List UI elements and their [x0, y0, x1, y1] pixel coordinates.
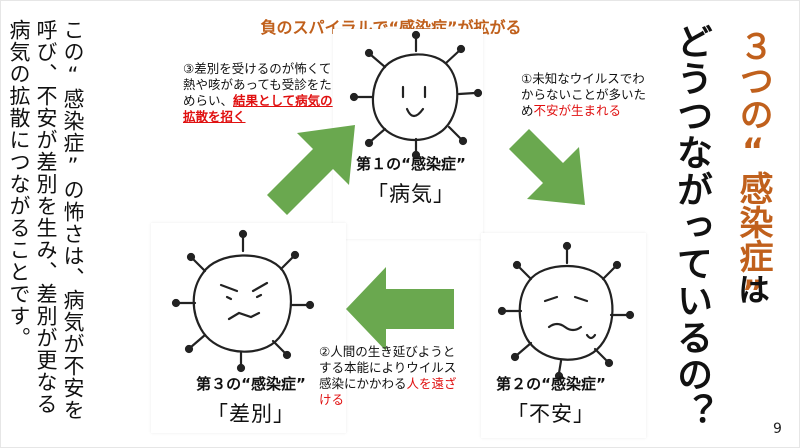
card-left [151, 223, 346, 433]
card-top [333, 29, 483, 239]
label-anxiety-ordinal: 第２の“感染症” [496, 375, 606, 393]
virus-discrimination-icon [171, 229, 315, 373]
note3-emphasis: 人を遠ざける [319, 376, 457, 407]
note-discrimination-to-illness: ③差別を受けるのが怖くて熱や咳があっても受診をためらい、結果として病気の拡散を招… [183, 61, 333, 125]
title-three-infections: ３つの“感染症” [733, 29, 773, 313]
body-line-2: 呼び、不安が差別を生み、差別が更なる [34, 19, 58, 415]
label-illness: 第１の“感染症” 「病気」 [321, 153, 501, 208]
title-question: どうつながっているの？ [671, 23, 712, 430]
virus-anxiety-icon [497, 241, 635, 381]
label-anxiety: 第２の“感染症” 「不安」 [451, 373, 651, 428]
virus-illness-icon [349, 30, 483, 160]
arrow-illness-to-anxiety-icon [509, 129, 585, 205]
label-illness-name: 「病気」 [367, 182, 455, 206]
page-number: 9 [773, 421, 782, 437]
label-discrimination-name: 「差別」 [207, 402, 295, 426]
label-illness-ordinal: 第１の“感染症” [356, 155, 466, 173]
note2-emphasis: 不安が生まれる [533, 103, 622, 118]
label-anxiety-name: 「不安」 [507, 402, 595, 426]
label-discrimination-ordinal: 第３の“感染症” [196, 375, 306, 393]
body-line-3: 病気の拡散につながることです。 [7, 19, 31, 349]
label-discrimination: 第３の“感染症” 「差別」 [151, 373, 351, 428]
note3-plain: ②人間の生き延びようとする本能によりウイルス感染にかかわる [319, 344, 457, 391]
arrow-anxiety-to-discrimination-icon [346, 267, 454, 351]
title-particle: は [733, 273, 771, 305]
note1-plain: ③差別を受けるのが怖くて熱や咳があっても受診をためらい、 [183, 61, 332, 108]
note-illness-to-anxiety: ①未知なウイルスでわからないことが多いため不安が生まれる [521, 71, 651, 119]
body-text: この“感染症”の怖さは、病気が不安を 呼び、不安が差別を生み、差別が更なる 病気… [5, 19, 86, 439]
note-anxiety-to-discrimination: ②人間の生き延びようとする本能によりウイルス感染にかかわる人を遠ざける [319, 344, 457, 408]
note1-emphasis: 結果として病気の拡散を招く [183, 93, 333, 124]
arrow-discrimination-to-illness-icon [267, 125, 355, 215]
body-line-1: この“感染症”の怖さは、病気が不安を [61, 19, 85, 421]
note2-plain: ①未知なウイルスでわからないことが多いため [521, 71, 647, 118]
